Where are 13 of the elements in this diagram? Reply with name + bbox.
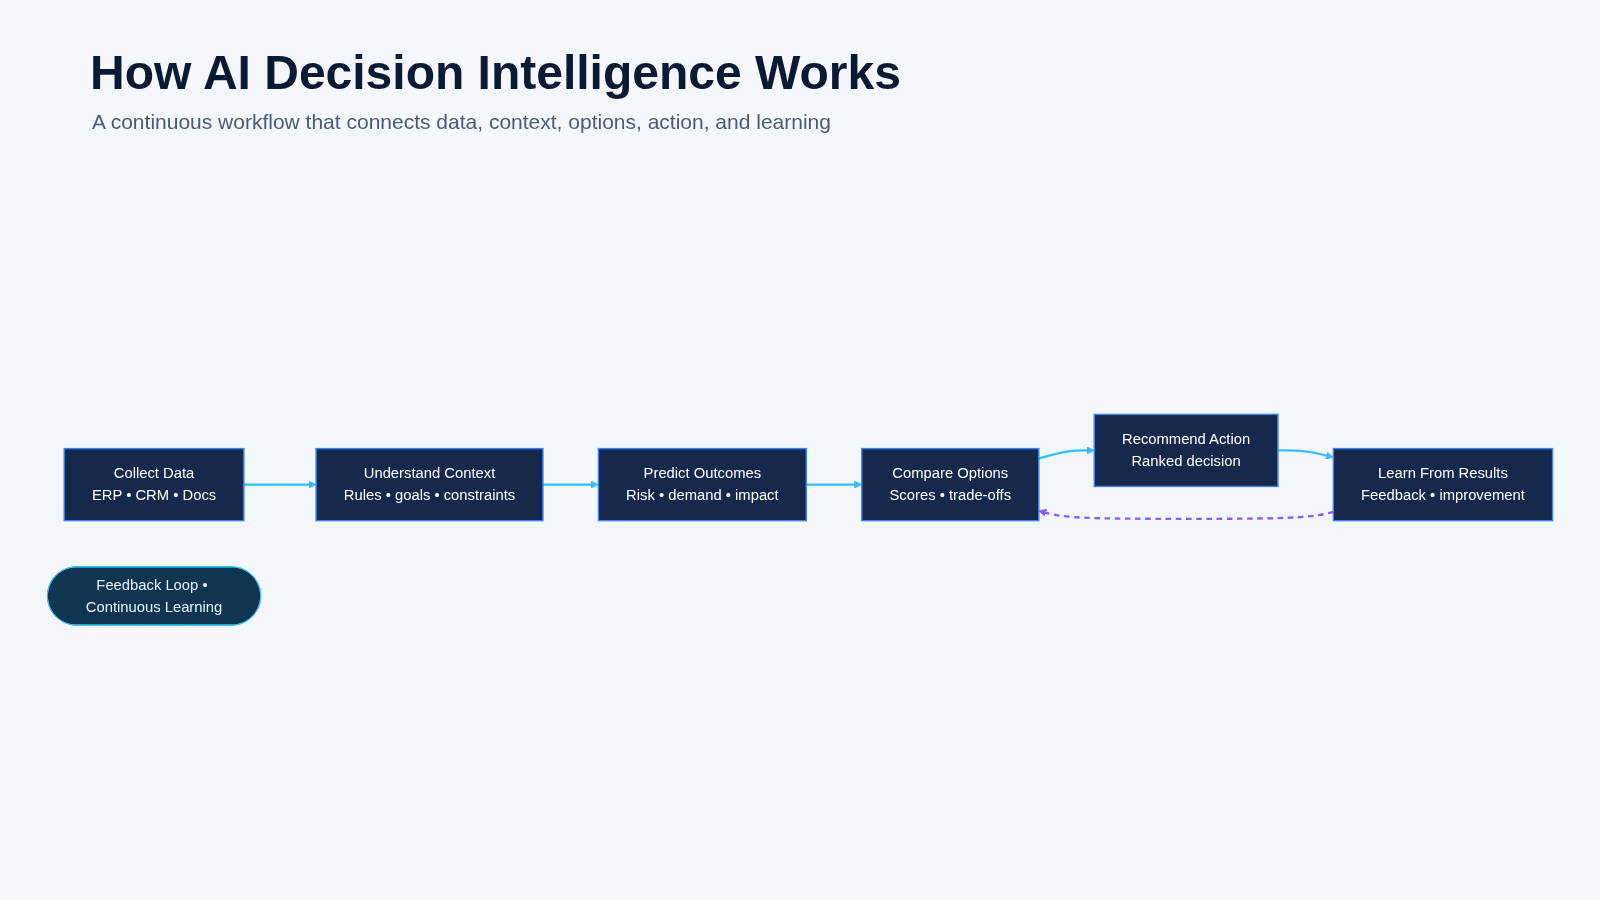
arrow (243, 480, 317, 489)
subtitle: A continuous workflow that connects data, context, options, action, and learning (92, 110, 831, 134)
node-box: Recommend Action Ranked decision (1093, 413, 1279, 488)
node-box: Learn From Results Feedback • improvement (1332, 448, 1554, 522)
title: How AI Decision Intelligence Works (90, 45, 901, 100)
arrow (1038, 509, 1334, 521)
arrow (542, 480, 599, 489)
node-box: Predict Outcomes Risk • demand • impact (597, 448, 808, 522)
node-box: Understand Context Rules • goals • constraints (315, 448, 544, 522)
node-box: Compare Options Scores • trade-offs (861, 448, 1040, 522)
arrow (1277, 449, 1334, 460)
arrow (1038, 446, 1095, 460)
node-box: Collect Data ERP • CRM • Docs (63, 448, 245, 522)
